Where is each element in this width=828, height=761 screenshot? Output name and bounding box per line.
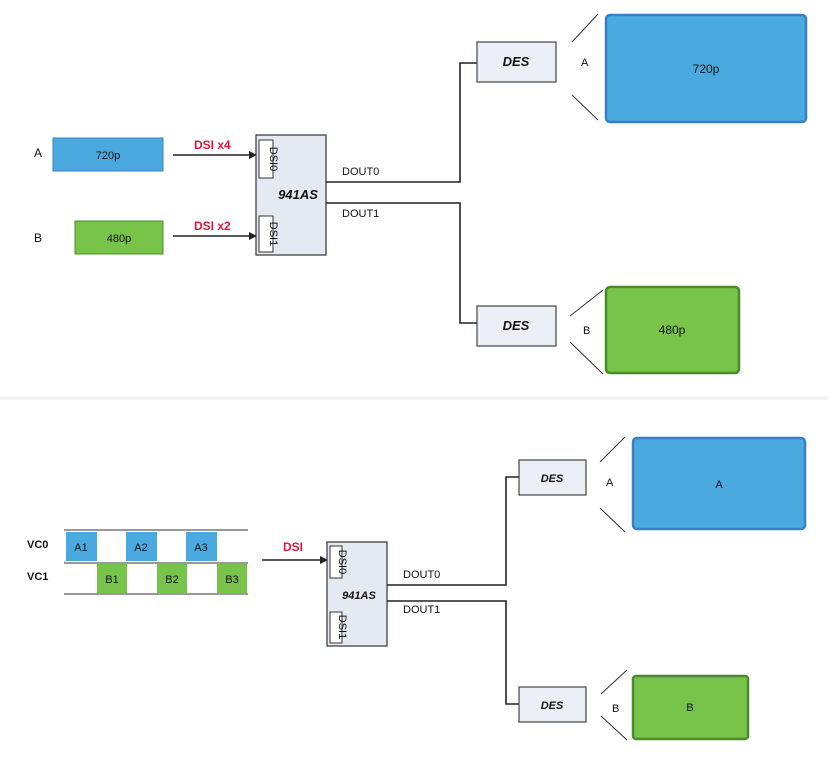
serializer-name: 941AS: [278, 187, 318, 202]
dout1-line: [326, 202, 477, 324]
dout0-line-bottom: [387, 476, 519, 586]
dsi1-port-bottom: [329, 611, 343, 644]
display-a-bottom-tag: A: [606, 477, 614, 489]
dout1-label: DOUT1: [342, 208, 379, 220]
bottom-diagram: VC0 VC1 A1 A2 A3 B1 B2 B3 DSI DSI0 DSI1 …: [27, 436, 807, 741]
vc1-packet-1: [97, 564, 127, 593]
display-a-view-line-bottom: [571, 94, 599, 121]
display-b-bottom-view-line-top: [600, 669, 628, 695]
display-b-view-line-top: [569, 289, 604, 317]
display-a-tag: A: [581, 57, 589, 69]
display-a-bottom-content: A: [715, 479, 723, 491]
vc1-packet-3-label: B3: [225, 574, 238, 586]
vc0-packet-3-label: A3: [194, 542, 207, 554]
vc0-packet-3: [186, 532, 217, 561]
dsi0-port-label: DSI0: [267, 147, 279, 171]
vc1-packet-2: [157, 564, 187, 593]
dsi0-port: [258, 139, 274, 179]
display-a-view-line-top: [571, 13, 599, 43]
des-bottom-label: DES: [503, 318, 530, 333]
dsi-a-label: DSI x4: [194, 138, 231, 152]
dout0-label: DOUT0: [342, 166, 379, 178]
vc1-packet-2-label: B2: [165, 574, 178, 586]
dsi-label: DSI: [283, 540, 303, 554]
display-b-bottom: [631, 674, 750, 741]
des-top-bottom-label: DES: [541, 473, 564, 485]
display-a-resolution: 720p: [693, 62, 720, 76]
dsi-b-label: DSI x2: [194, 219, 231, 233]
vc1-packet-3: [217, 564, 247, 593]
input-a-resolution: 720p: [96, 150, 120, 162]
dout0-label-bottom: DOUT0: [403, 569, 440, 581]
vc1-label: VC1: [27, 571, 48, 583]
des-top: [476, 41, 557, 83]
dout0-line: [326, 62, 477, 183]
dsi0-port-bottom: [329, 545, 343, 579]
display-b-bottom-tag: B: [612, 703, 619, 715]
des-bottom-bottom-label: DES: [541, 700, 564, 712]
input-b-block: [74, 220, 164, 255]
dout1-line-bottom: [387, 600, 519, 705]
vc0-packet-1: [66, 532, 97, 561]
vc0-packet-2-label: A2: [134, 542, 147, 554]
vc1-packet-1-label: B1: [105, 574, 118, 586]
display-b-resolution: 480p: [659, 323, 686, 337]
display-b-view-line-bottom: [569, 341, 604, 375]
input-a-row-label: A: [34, 146, 42, 160]
input-b-resolution: 480p: [107, 233, 131, 245]
display-b-tag: B: [583, 325, 590, 337]
des-bottom: [476, 305, 557, 347]
display-a: [604, 13, 808, 124]
display-b: [604, 285, 741, 375]
display-b-bottom-content: B: [686, 702, 693, 714]
dsi1-port: [258, 215, 274, 253]
display-a-bottom-view-line-bottom: [599, 507, 626, 533]
input-b-row-label: B: [34, 231, 42, 245]
display-b-bottom-view-line-bottom: [600, 715, 628, 741]
des-top-bottom: [518, 459, 587, 496]
des-top-label: DES: [503, 54, 530, 69]
display-a-bottom: [631, 436, 807, 531]
dsi0-port-bottom-label: DSI0: [336, 550, 348, 574]
display-a-bottom-view-line-top: [599, 436, 626, 463]
dsi1-port-label: DSI1: [267, 222, 279, 246]
serializer-name-bottom: 941AS: [342, 590, 376, 602]
vc0-packet-2: [126, 532, 157, 561]
vc0-packet-1-label: A1: [74, 542, 87, 554]
des-bottom-bottom: [518, 686, 587, 723]
vc0-label: VC0: [27, 539, 48, 551]
top-diagram: A 720p B 480p DSI x4 DSI x2 DSI0 DSI1 94…: [34, 13, 808, 375]
input-a-block: [52, 137, 164, 172]
dsi1-port-bottom-label: DSI1: [336, 615, 348, 639]
dout1-label-bottom: DOUT1: [403, 604, 440, 616]
